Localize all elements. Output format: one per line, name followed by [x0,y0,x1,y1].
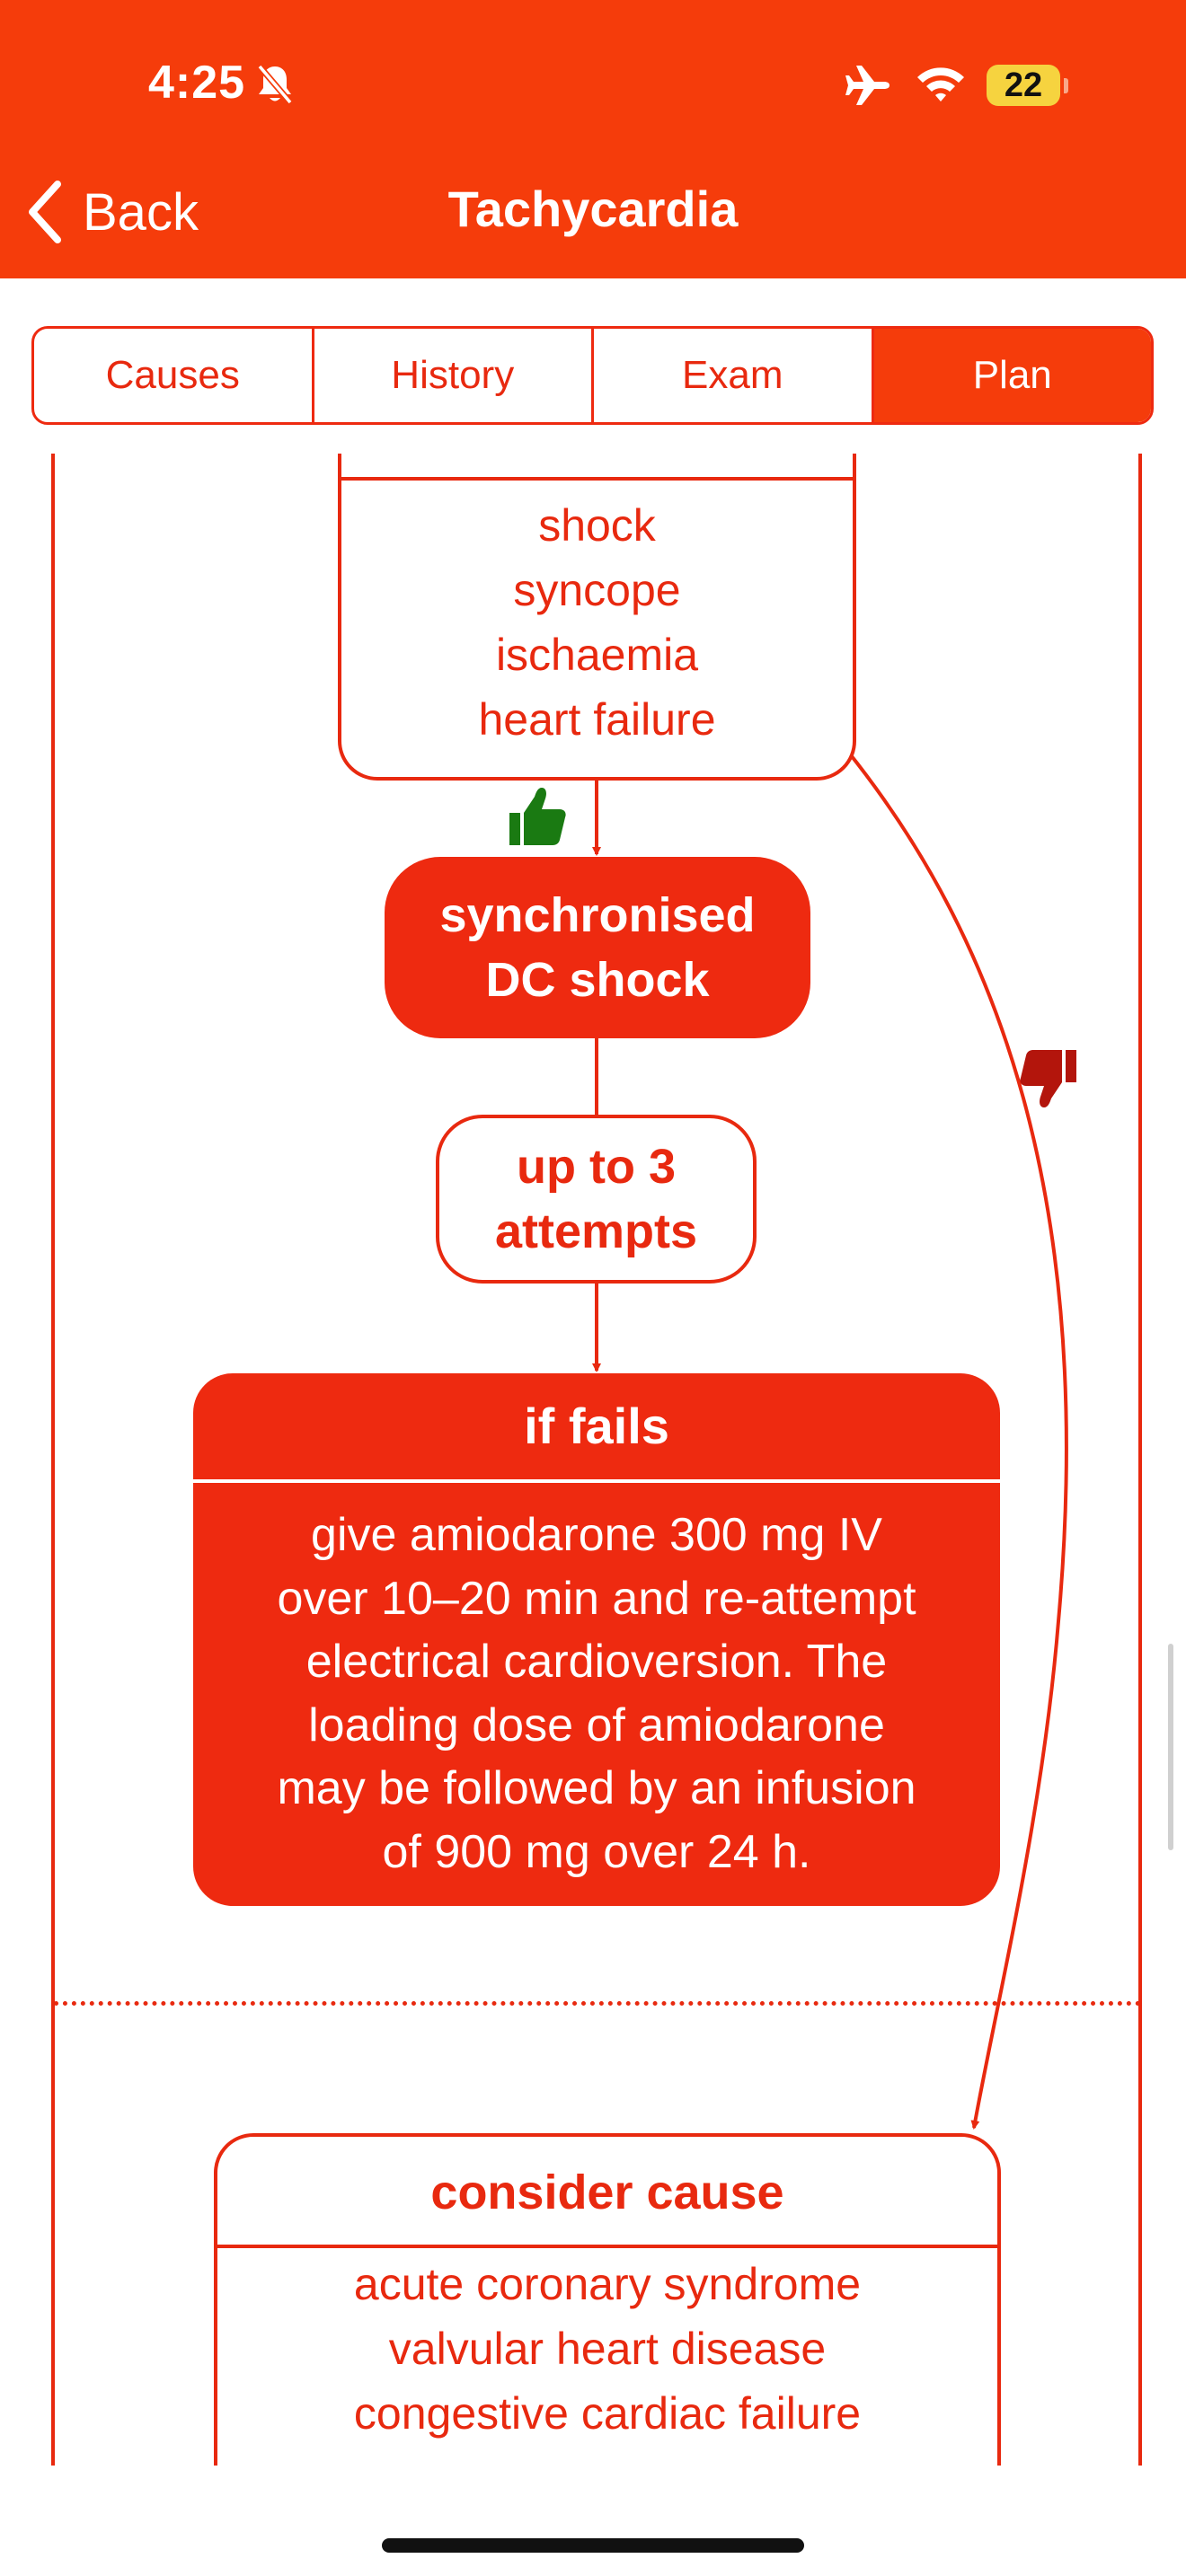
box-header-rule [193,1479,1000,1483]
text-line: loading dose of amiodarone [308,1698,885,1751]
box-header-rule [341,477,853,481]
list-item: acute coronary syndrome [353,2259,862,2309]
dc-shock-line2: DC shock [485,953,710,1007]
section-tabs: Causes History Exam Plan [31,326,1154,425]
adverse-features-list: shock syncope ischaemia heart failure [341,493,853,752]
arrow-no [846,750,1068,2130]
home-indicator[interactable] [382,2538,804,2553]
attempts-line2: attempts [494,1204,698,1258]
left-border-line [51,454,55,2466]
consider-cause-title: consider cause [430,2166,784,2219]
dc-shock-node: synchronised DC shock [385,857,810,1038]
chevron-left-icon [29,181,61,243]
status-time: 4:25 [148,57,246,109]
consider-cause-list: acute coronary syndrome valvular heart d… [217,2252,997,2446]
if-fails-text: give amiodarone 300 mg IV over 10–20 min… [220,1504,973,1883]
page-title: Tachycardia [447,181,739,237]
battery-tip [1064,78,1068,93]
tab-causes[interactable]: Causes [34,329,314,422]
text-line: give amiodarone 300 mg IV [311,1509,882,1561]
text-line: over 10–20 min and re-attempt [277,1572,916,1625]
text-line: may be followed by an infusion [277,1762,916,1814]
flow-connectors [592,750,1068,2130]
list-item: valvular heart disease [388,2324,827,2374]
right-border-line [1138,454,1142,2466]
scroll-indicator[interactable] [1168,1644,1173,1850]
tab-plan[interactable]: Plan [873,329,1151,422]
thumbs-up-icon [506,784,569,853]
list-item: ischaemia [495,630,699,680]
tab-exam[interactable]: Exam [594,329,874,422]
list-item: heart failure [478,694,716,745]
text-line: of 900 mg over 24 h. [382,1825,811,1878]
attempts-node: up to 3 attempts [436,1115,757,1284]
list-item: congestive cardiac failure [353,2388,862,2439]
back-label: Back [83,182,199,242]
airplane-icon [845,63,893,112]
dc-shock-line1: synchronised [439,888,756,942]
plan-flowchart[interactable]: shock syncope ischaemia heart failure sy… [0,454,1186,2466]
if-fails-box: if fails give amiodarone 300 mg IV over … [193,1373,1000,1906]
if-fails-title: if fails [524,1398,669,1454]
app-header: 4:25 22 Back Tachycardia [0,0,1186,278]
thumbs-down-icon [1019,1046,1080,1116]
consider-cause-box: consider cause acute coronary syndrome v… [214,2133,1001,2466]
box-header-rule [217,2245,997,2248]
back-button[interactable]: Back [27,176,199,248]
list-item: shock [538,500,656,551]
tab-history[interactable]: History [314,329,594,422]
list-item: syncope [513,565,681,615]
attempts-line1: up to 3 [517,1140,676,1194]
battery-icon: 22 [987,65,1060,106]
adverse-features-box: shock syncope ischaemia heart failure [338,454,856,781]
bell-slash-icon [256,63,294,110]
text-line: electrical cardioversion. The [305,1636,888,1688]
section-divider [54,2001,1141,2006]
wifi-icon [915,63,967,109]
